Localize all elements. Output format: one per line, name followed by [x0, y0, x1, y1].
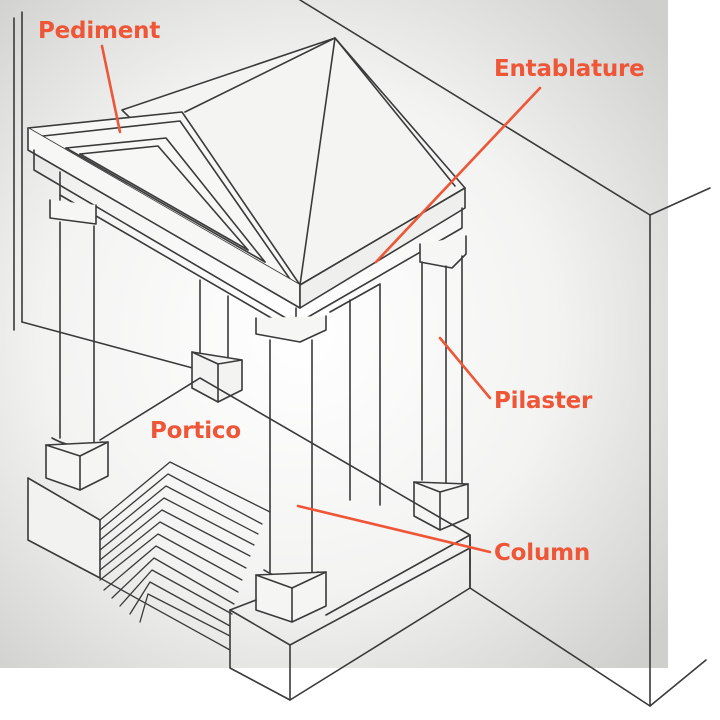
leader-line-entablature: [374, 86, 542, 264]
doorway: [329, 283, 381, 506]
back-wall: [13, 0, 711, 707]
leader-line-pilaster: [438, 336, 492, 400]
column-left-front: [45, 199, 109, 491]
label-pilaster: Pilaster: [494, 388, 593, 414]
label-column: Column: [494, 540, 591, 566]
entablature: [27, 127, 466, 331]
pilaster: [413, 235, 469, 531]
leader-lines: [100, 44, 542, 554]
leader-line-pediment: [100, 44, 122, 134]
column-front-right: [255, 315, 327, 623]
label-pediment: Pediment: [38, 18, 161, 44]
steps: [99, 461, 271, 651]
leader-line-column: [296, 504, 492, 554]
label-entablature: Entablature: [494, 56, 645, 82]
label-portico: Portico: [150, 418, 241, 444]
column-back-inner: [191, 279, 243, 403]
